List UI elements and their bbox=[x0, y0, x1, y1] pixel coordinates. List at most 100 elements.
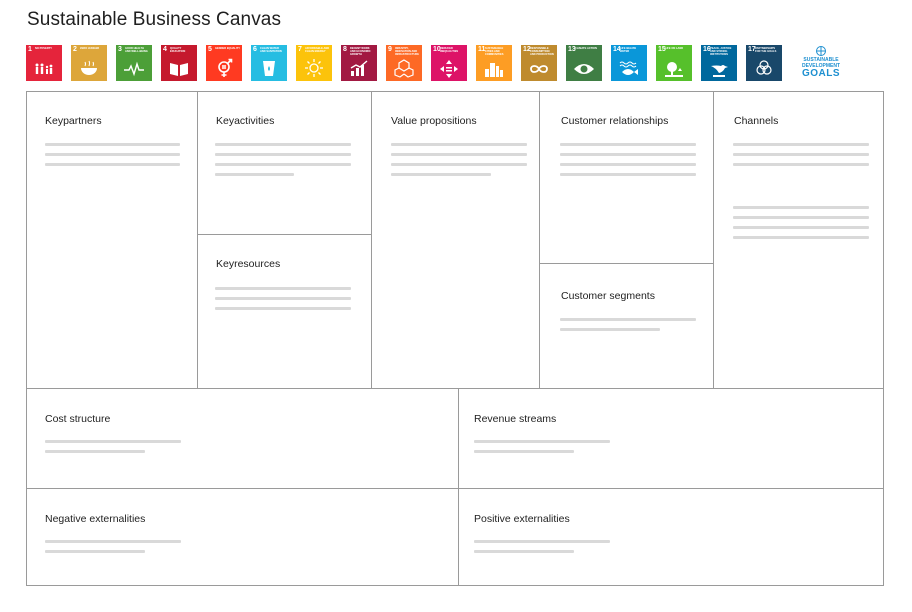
key-partners-heading: Keypartners bbox=[45, 115, 102, 127]
placeholder-line bbox=[45, 153, 180, 156]
divider bbox=[197, 234, 371, 235]
sdg-tile-10: 10 Reduced inequalities bbox=[431, 45, 467, 81]
placeholder-line bbox=[45, 440, 181, 443]
placeholder-line bbox=[733, 143, 869, 146]
divider bbox=[27, 488, 883, 489]
book-icon bbox=[170, 63, 188, 76]
sdg-number: 8 bbox=[343, 46, 347, 53]
channels-section[interactable]: Channels bbox=[714, 92, 883, 388]
sdg-number: 13 bbox=[568, 46, 576, 53]
sdg-number: 16 bbox=[703, 46, 711, 53]
placeholder-line bbox=[45, 450, 145, 453]
sdg-number: 1 bbox=[28, 46, 32, 53]
dove-icon bbox=[711, 65, 728, 77]
negative-externalities-section[interactable]: Negative externalities bbox=[27, 489, 458, 585]
placeholder-line bbox=[391, 143, 527, 146]
sdg-tile-3: 3 Good health and well-being bbox=[116, 45, 152, 81]
placeholder-line bbox=[733, 163, 869, 166]
placeholder-line bbox=[215, 307, 351, 310]
sdg-title: Partnerships for the goals bbox=[755, 47, 777, 53]
sdg-title: Decent work and economic growth bbox=[350, 47, 371, 56]
key-activities-section[interactable]: Keyactivities bbox=[198, 92, 371, 234]
sdg-tile-16: 16 Peace, justice and strong institution… bbox=[701, 45, 737, 81]
sdg-title: Quality education bbox=[170, 47, 186, 53]
sun-icon bbox=[305, 59, 323, 77]
sdg-tile-6: 6 Clean water and sanitation bbox=[251, 45, 287, 81]
customer-relationships-section[interactable]: Customer relationships bbox=[540, 92, 713, 263]
sdg-title: Responsible consumption and production bbox=[530, 47, 554, 56]
sdg-title: Sustainable cities and communities bbox=[485, 47, 504, 56]
placeholder-line bbox=[391, 153, 527, 156]
divider bbox=[713, 92, 714, 388]
sdg-tile-5: 5 Gender equality bbox=[206, 45, 242, 81]
fish-icon bbox=[619, 61, 638, 75]
divider bbox=[539, 263, 713, 264]
positive-externalities-heading: Positive externalities bbox=[474, 513, 570, 525]
placeholder-line bbox=[45, 550, 145, 553]
placeholder-line bbox=[560, 328, 660, 331]
placeholder-line bbox=[45, 143, 180, 146]
sdg-number: 14 bbox=[613, 46, 621, 53]
sdg-number: 10 bbox=[433, 46, 441, 53]
key-resources-heading: Keyresources bbox=[216, 258, 281, 270]
sdg-number: 7 bbox=[298, 46, 302, 53]
sdg-title: Gender equality bbox=[215, 47, 240, 50]
sdg-title: Good health and well-being bbox=[125, 47, 148, 53]
gender-icon bbox=[218, 58, 233, 77]
value-propositions-section[interactable]: Value propositions bbox=[372, 92, 539, 388]
key-partners-section[interactable]: Keypartners bbox=[27, 92, 197, 388]
negative-externalities-heading: Negative externalities bbox=[45, 513, 146, 525]
placeholder-line bbox=[474, 440, 610, 443]
sdg-number: 15 bbox=[658, 46, 666, 53]
placeholder-line bbox=[215, 153, 351, 156]
bowl-icon bbox=[81, 60, 97, 75]
placeholder-line bbox=[733, 206, 869, 209]
customer-segments-section[interactable]: Customer segments bbox=[540, 264, 713, 388]
revenue-streams-heading: Revenue streams bbox=[474, 413, 557, 425]
placeholder-line bbox=[560, 153, 696, 156]
eye-globe-icon bbox=[574, 64, 594, 74]
placeholder-line bbox=[560, 163, 696, 166]
sdg-number: 5 bbox=[208, 46, 212, 53]
sdg-title: Life on land bbox=[665, 47, 684, 50]
water-glass-icon bbox=[263, 61, 275, 76]
placeholder-line bbox=[215, 297, 351, 300]
sdg-number: 2 bbox=[73, 46, 77, 53]
sdg-title: Clean water and sanitation bbox=[260, 47, 282, 53]
sdg-number: 12 bbox=[523, 46, 531, 53]
sdg-logo: SUSTAINABLE DEVELOPMENT GOALS bbox=[798, 45, 844, 81]
customer-segments-heading: Customer segments bbox=[561, 290, 655, 302]
placeholder-line bbox=[474, 550, 574, 553]
sdg-title: Peace, justice and strong institutions bbox=[710, 47, 732, 56]
placeholder-line bbox=[733, 226, 869, 229]
divider bbox=[27, 388, 883, 389]
placeholder-line bbox=[391, 173, 491, 176]
sdg-number: 11 bbox=[478, 46, 486, 53]
cost-structure-section[interactable]: Cost structure bbox=[27, 389, 458, 488]
placeholder-line bbox=[215, 173, 294, 176]
un-emblem-icon bbox=[816, 46, 826, 56]
sdg-title: Industry, innovation and infrastructure bbox=[395, 47, 419, 56]
customer-relationships-heading: Customer relationships bbox=[561, 115, 669, 127]
divider bbox=[371, 92, 372, 388]
sdg-logo-goals: GOALS bbox=[801, 68, 841, 79]
placeholder-line bbox=[45, 163, 180, 166]
positive-externalities-section[interactable]: Positive externalities bbox=[459, 489, 883, 585]
placeholder-line bbox=[215, 287, 351, 290]
sdg-tile-11: 11 Sustainable cities and communities bbox=[476, 45, 512, 81]
growth-chart-icon bbox=[350, 60, 368, 76]
placeholder-line bbox=[215, 163, 351, 166]
placeholder-line bbox=[560, 318, 696, 321]
sdg-number: 4 bbox=[163, 46, 167, 53]
placeholder-line bbox=[733, 216, 869, 219]
sdg-tile-8: 8 Decent work and economic growth bbox=[341, 45, 377, 81]
placeholder-line bbox=[733, 236, 869, 239]
key-resources-section[interactable]: Keyresources bbox=[198, 235, 371, 388]
sdg-tile-7: 7 Affordable and clean energy bbox=[296, 45, 332, 81]
placeholder-line bbox=[560, 173, 696, 176]
sdg-number: 9 bbox=[388, 46, 392, 53]
divider bbox=[458, 388, 459, 585]
placeholder-line bbox=[215, 143, 351, 146]
revenue-streams-section[interactable]: Revenue streams bbox=[459, 389, 883, 488]
placeholder-line bbox=[733, 153, 869, 156]
